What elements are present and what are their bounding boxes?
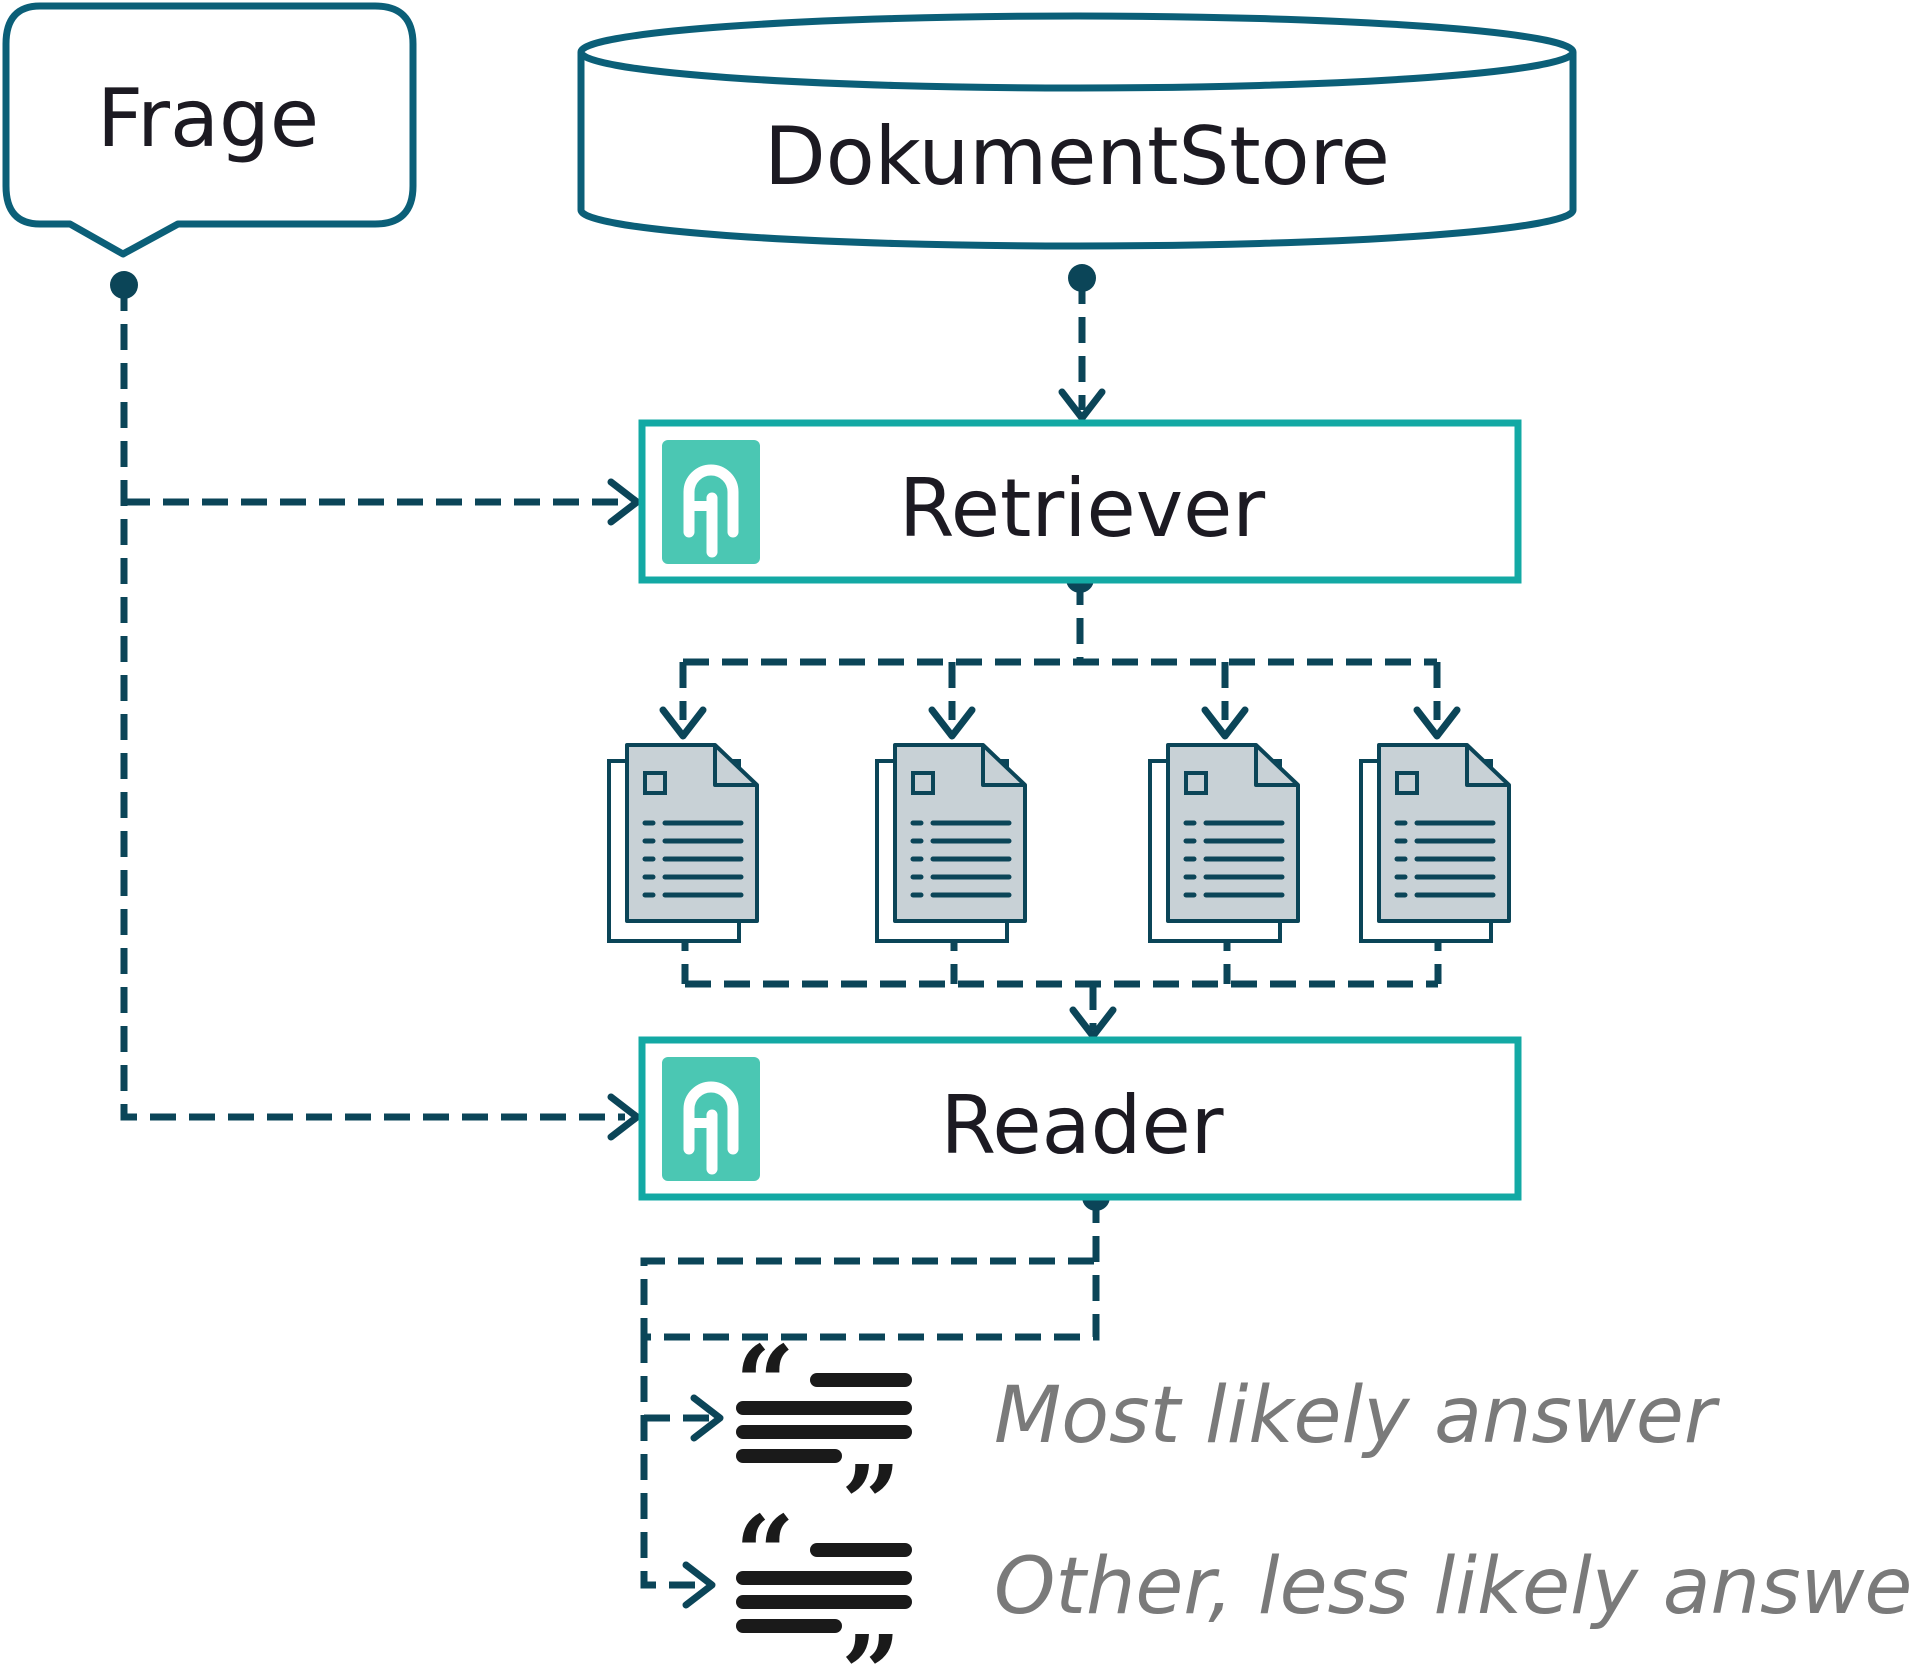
reader-box [638,1036,1522,1201]
document-icon [877,745,1025,941]
retriever-to-docs-line [679,579,1441,720]
retriever-label: Retriever [899,462,1265,555]
store-dot [1068,264,1096,292]
reader-node: Reader [638,1036,1522,1201]
document-icon [1150,745,1298,941]
docs-to-reader-line [681,925,1442,1030]
reader-to-answers-line [640,1197,1100,1589]
connectors [120,278,1442,1589]
retriever-box [638,419,1522,584]
question-trunk-line [120,285,625,1121]
question-bubble [2,2,417,258]
document-store-top [577,12,1577,92]
document-icon [1361,745,1509,941]
document-store-cylinder [577,52,1577,250]
retriever-node: Retriever [638,419,1522,584]
document-store-label: DokumentStore [764,110,1390,203]
haystack-logo-icon [662,1057,760,1181]
answers-group: Most likely answer Other, less likely an… [735,1322,1912,1674]
document-icon [609,745,757,941]
answer-label-most-likely: Most likely answer [994,1371,1721,1461]
documents-group [609,745,1509,941]
answer-label-less-likely: Other, less likely answers [994,1542,1912,1632]
haystack-logo-icon [662,440,760,564]
question-node: Frage [2,2,417,258]
reader-label: Reader [940,1079,1223,1172]
question-label: Frage [97,72,319,165]
document-store-node: DokumentStore [577,12,1577,250]
question-dot [110,271,138,299]
